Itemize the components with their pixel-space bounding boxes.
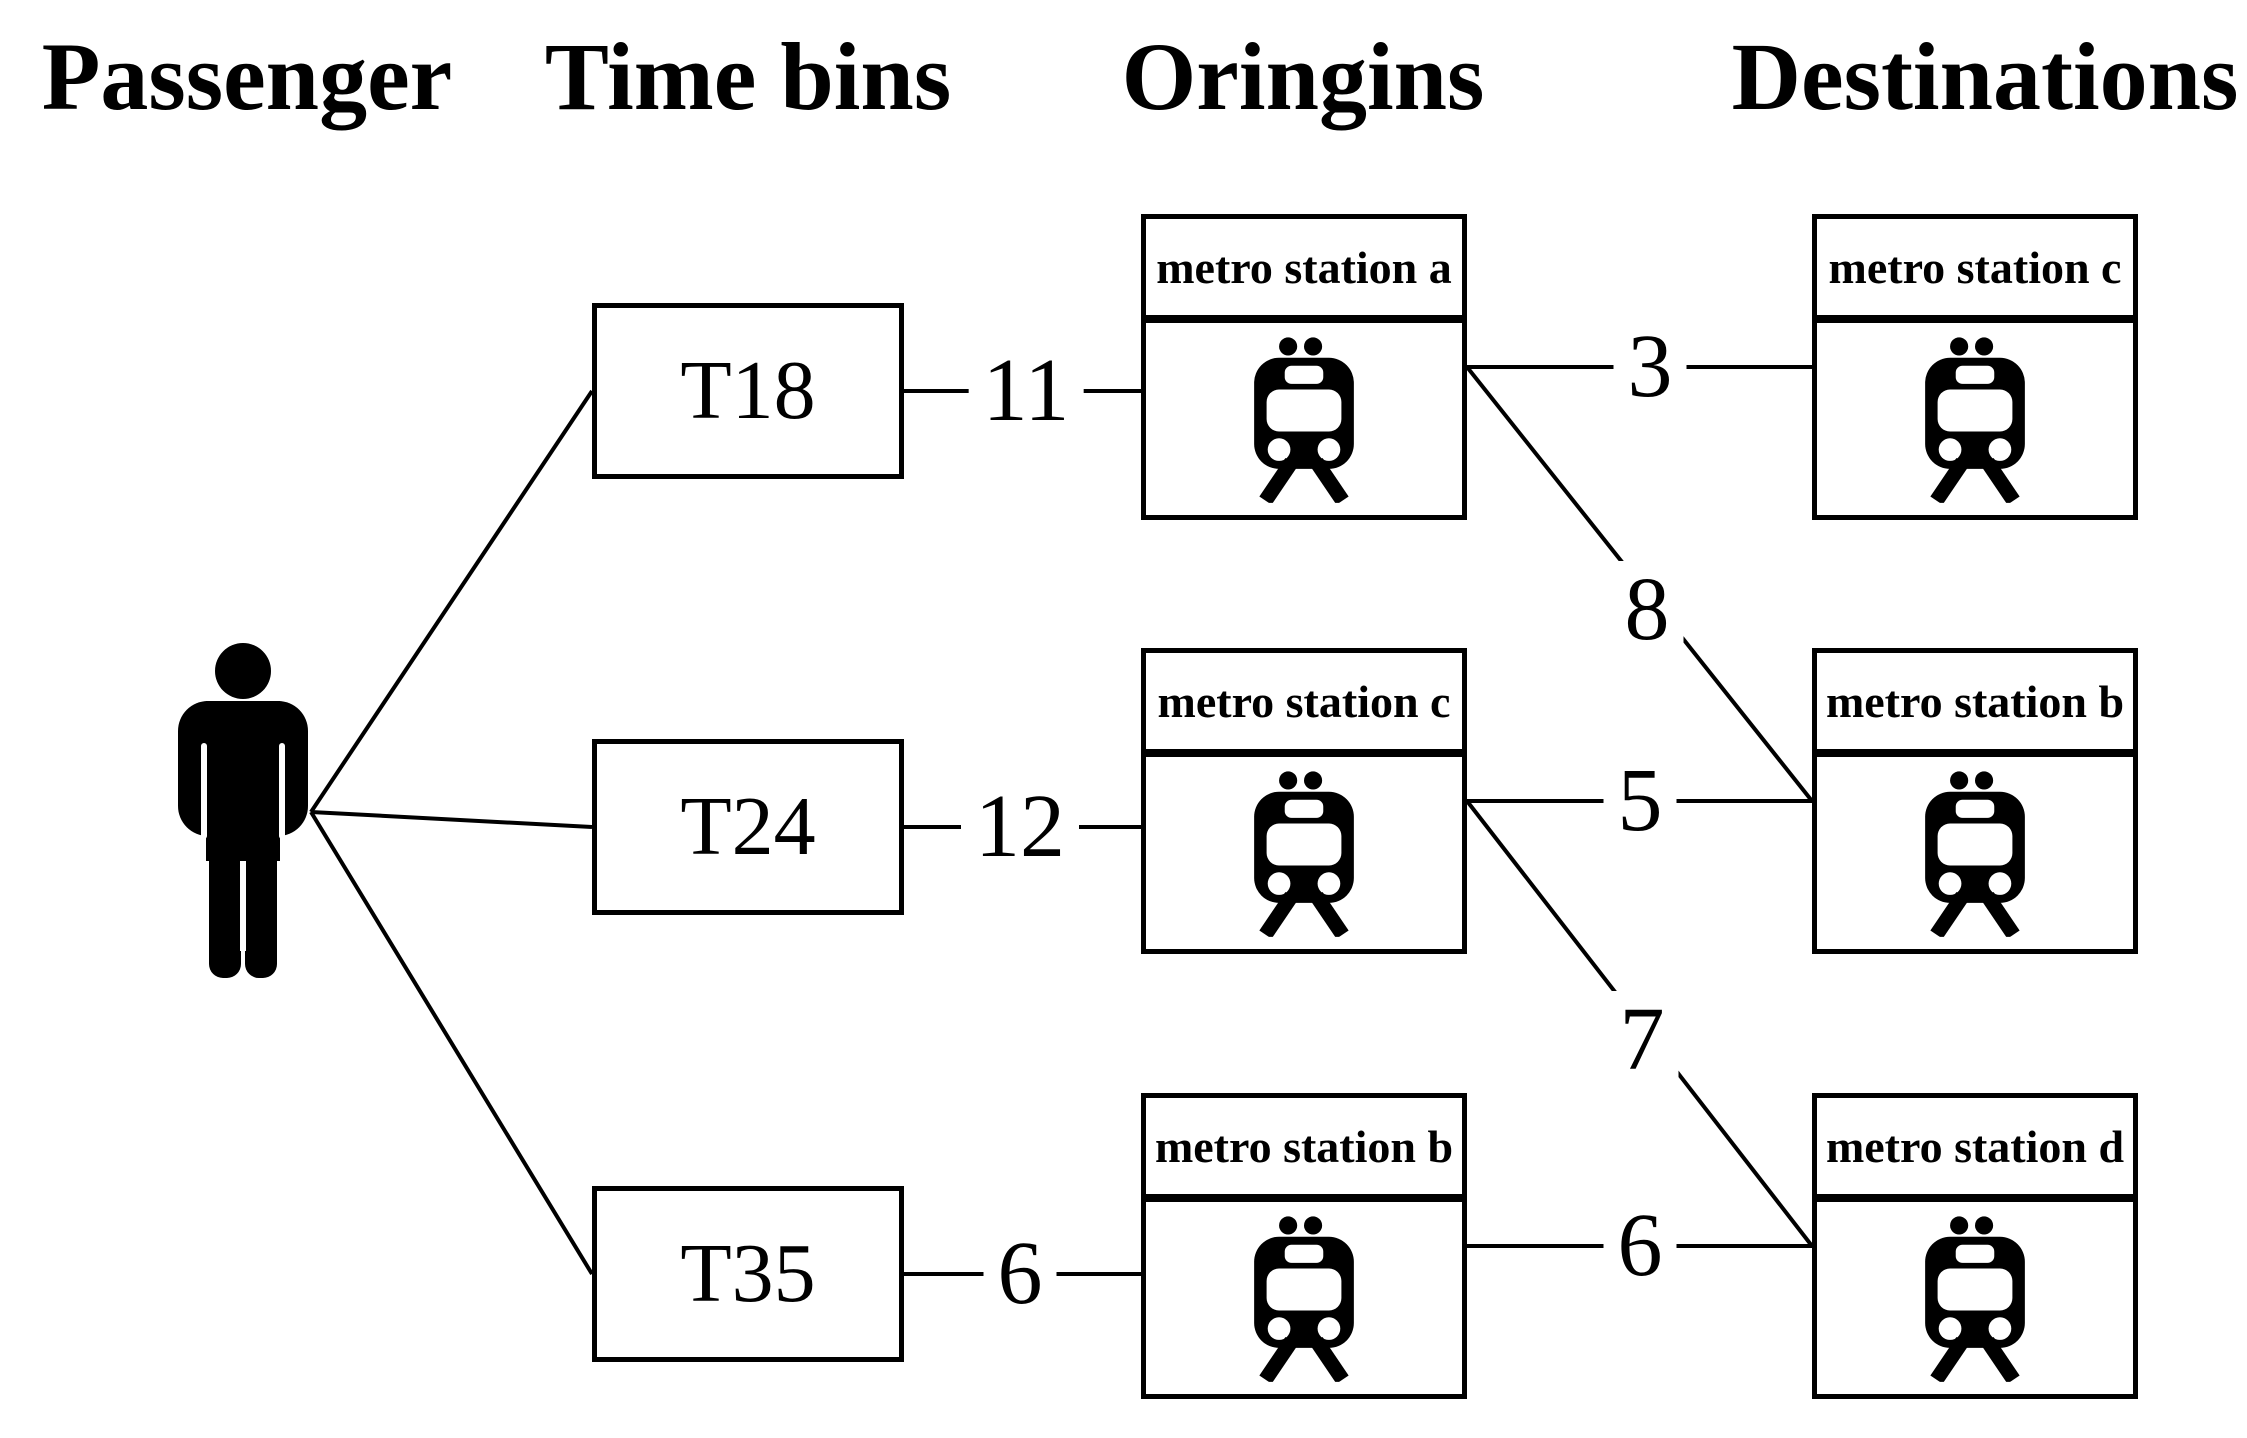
edge-label-t18-origin-a: 11 — [968, 342, 1084, 440]
train-icon — [1907, 335, 2043, 503]
edge-label-origin-c-dest-b: 5 — [1603, 752, 1677, 850]
column-header-passenger: Passenger — [41, 23, 453, 130]
destination-box-metro-station-c: metro station c — [1812, 214, 2138, 520]
time-bin-label: T24 — [680, 780, 816, 873]
time-bin-box-t24: T24 — [592, 739, 904, 915]
train-icon — [1236, 1214, 1372, 1382]
column-header-origins: Oringins — [1121, 23, 1485, 130]
time-bin-box-t35: T35 — [592, 1186, 904, 1362]
passenger-node — [178, 643, 308, 978]
time-bin-label: T35 — [680, 1227, 816, 1320]
destination-box-metro-station-d: metro station d — [1812, 1093, 2138, 1399]
time-bin-label: T18 — [680, 344, 816, 437]
station-title: metro station d — [1817, 1098, 2133, 1202]
edge-label-t24-origin-c: 12 — [961, 778, 1079, 876]
time-bin-box-t18: T18 — [592, 303, 904, 479]
edge-line-passenger-t35 — [309, 810, 594, 1276]
origin-box-metro-station-b: metro station b — [1141, 1093, 1467, 1399]
edge-label-origin-b-dest-d: 6 — [1603, 1197, 1677, 1295]
edge-label-origin-a-dest-c: 3 — [1613, 318, 1687, 416]
train-icon — [1907, 1214, 2043, 1382]
edge-line-passenger-t24 — [310, 810, 593, 829]
station-title: metro station b — [1146, 1098, 1462, 1202]
station-title: metro station b — [1817, 653, 2133, 757]
column-header-destinations: Destinations — [1731, 23, 2239, 130]
edge-label-origin-c-dest-d: 7 — [1605, 991, 1679, 1089]
station-title: metro station c — [1146, 653, 1462, 757]
destination-box-metro-station-b: metro station b — [1812, 648, 2138, 954]
edge-label-t35-origin-b: 6 — [983, 1225, 1057, 1323]
origin-box-metro-station-c: metro station c — [1141, 648, 1467, 954]
train-icon — [1236, 769, 1372, 937]
column-header-time-bins: Time bins — [544, 23, 952, 130]
origin-box-metro-station-a: metro station a — [1141, 214, 1467, 520]
train-icon — [1236, 335, 1372, 503]
train-icon — [1907, 769, 2043, 937]
edge-label-origin-a-dest-b: 8 — [1610, 561, 1684, 659]
edge-line-passenger-t18 — [309, 389, 594, 814]
station-title: metro station c — [1817, 219, 2133, 323]
person-icon — [178, 643, 308, 978]
station-title: metro station a — [1146, 219, 1462, 323]
